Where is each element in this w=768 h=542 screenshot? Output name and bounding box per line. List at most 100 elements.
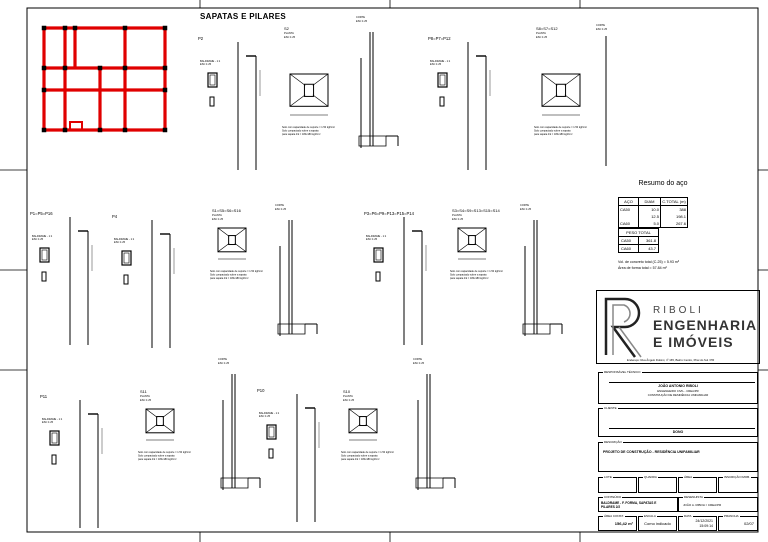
sheet-number-value: 02/07	[743, 521, 754, 526]
company-address: Endereço: Rua Ângelo Dolsini, nº 165, Ba…	[627, 358, 715, 362]
stirrup	[268, 426, 275, 438]
footing-note: Solo compactado sobre a sapata	[210, 274, 247, 277]
footing-note: Solo compactado sobre a sapata	[138, 455, 175, 458]
footing-note: Solo compactado sobre a sapata	[534, 130, 571, 133]
cut-label: CORTE	[356, 15, 365, 19]
footing-scale: ESC 1:25	[343, 398, 355, 402]
line	[289, 73, 306, 86]
pillar-section-label: BALDRAME - 1:1	[200, 59, 221, 63]
block-box: QUADRA	[638, 475, 677, 493]
pillar-section	[373, 247, 384, 263]
cut-scale: ESC 1:25	[218, 361, 230, 365]
pillar-label: P1=P5=P16	[30, 211, 53, 216]
line	[348, 424, 361, 434]
line	[457, 227, 470, 237]
footing-note: Solo compactado sobre a sapata	[450, 274, 487, 277]
cut-scale: ESC 1:25	[596, 27, 608, 31]
footing-plan	[217, 227, 247, 253]
stirrup	[209, 74, 216, 86]
logo-line1: RIBOLI	[653, 305, 704, 316]
built-area-box: ÁREA CONST. 156,42 m²	[598, 514, 637, 531]
footing-note: Solo com capacidade de suporte = 1.50 kg…	[450, 270, 503, 273]
plan-pillar	[41, 65, 47, 71]
footing-note: Solo compactado sobre a sapata	[341, 455, 378, 458]
pillar-scale: ESC 1:25	[366, 237, 378, 241]
scale-box: ESCALA Como indicado	[638, 514, 677, 531]
line	[312, 73, 329, 86]
responsible-label: RESPONSÁVEL TÉCNICO	[603, 370, 642, 374]
plan-pillar	[97, 127, 103, 133]
date-value: 24/12/2021	[695, 519, 713, 523]
pillar-section-label: BALDRAME - 1:1	[32, 234, 53, 238]
steel-cell: CA50	[618, 205, 639, 213]
date-label: DATA	[683, 514, 693, 518]
footing-note: para sapata fck = 180x180 kgf/cm²	[138, 458, 177, 461]
footing-note: Solo compactado sobre a sapata	[282, 130, 319, 133]
footing-note: para sapata fck = 180x180 kgf/cm²	[210, 277, 249, 280]
pillar-scale: ESC 1:25	[200, 62, 212, 66]
steel-cell: 267.6	[660, 220, 688, 228]
title-block: RIBOLI ENGENHARIA E IMÓVEIS Endereço: Ru…	[596, 290, 762, 531]
pillar-scale: ESC 1:25	[32, 237, 44, 241]
line	[145, 408, 158, 418]
content-text: BALDRAME - F. FORMA, SAPATAS E PILARES 2…	[601, 501, 657, 509]
footing-sub: PLANTA	[536, 31, 546, 35]
built-area-label: ÁREA CONST.	[603, 514, 625, 518]
stirrup-detail	[375, 271, 381, 282]
pillar-label: P8=P7=P12	[428, 36, 451, 41]
steel-cell: 5.0	[638, 220, 661, 228]
lot-label: LOTE	[603, 475, 613, 479]
footing-section	[220, 477, 249, 489]
footing-scale: ESC 1:25	[212, 217, 224, 221]
footing-label: S8=S7=S12	[536, 26, 558, 31]
cut-scale: ESC 1:25	[356, 19, 368, 23]
author-box: DESENHISTA JOÃO A. RIBOLI / CREA/PR	[678, 495, 758, 512]
concrete-volume: Vol. de concreto total (C-25) = 5.93 m³	[618, 260, 680, 264]
footing-sub: PLANTA	[212, 213, 222, 217]
line	[234, 227, 247, 237]
description-label: DESCRIÇÃO	[603, 440, 623, 444]
pillar-label: P3=P6=P9=P13=P15=P14	[364, 211, 415, 216]
footing-note: Solo com capacidade de suporte = 1.50 kg…	[138, 451, 191, 454]
footing-note: para sapata fck = 180x180 kgf/cm²	[282, 133, 321, 136]
plan-pillar	[162, 87, 168, 93]
footing-plan	[289, 73, 329, 107]
footing-sub: PLANTA	[140, 394, 150, 398]
pillar-section	[207, 72, 218, 88]
line	[145, 424, 158, 434]
stirrup	[123, 252, 130, 264]
pillar-in-footing	[468, 235, 476, 246]
cut-label: CORTE	[520, 203, 529, 207]
footing-note: Solo com capacidade de suporte = 1.50 kg…	[534, 126, 587, 129]
footing-sub: PLANTA	[452, 213, 462, 217]
summary-title: Resumo do aço	[638, 180, 688, 187]
land-area-box: ÁREA	[678, 475, 717, 493]
sheet-number-box: PRANCHA 02/07	[718, 514, 758, 531]
owner-name: DONO	[672, 430, 684, 434]
footing-scale: ESC 1:25	[452, 217, 464, 221]
footing-label: S10	[343, 389, 351, 394]
steel-cell: 12.5	[638, 213, 661, 220]
pillar-in-footing	[228, 235, 236, 246]
line	[348, 408, 361, 418]
footing-section	[522, 323, 551, 335]
logo-line2: ENGENHARIA	[653, 317, 758, 333]
pillar-section-label: BALDRAME - 1:1	[114, 237, 135, 241]
pillar-label: P10	[257, 388, 265, 393]
line	[234, 243, 247, 253]
footing-note: para sapata fck = 180x180 kgf/cm²	[534, 133, 573, 136]
footing-label: S1=S5=S6=S16	[212, 208, 242, 213]
cut-scale: ESC 1:25	[413, 361, 425, 365]
line	[162, 424, 175, 434]
footing-note: para sapata fck = 180x180 kgf/cm²	[450, 277, 489, 280]
cut-scale: ESC 1:25	[275, 207, 287, 211]
pillar-label: P11	[40, 394, 48, 399]
pillar-in-footing	[303, 83, 315, 97]
line	[365, 408, 378, 418]
plan-pillar	[41, 87, 47, 93]
footing-note: Solo com capacidade de suporte = 1.50 kg…	[210, 270, 263, 273]
author-text: JOÃO A. RIBOLI / CREA/PR	[683, 503, 722, 507]
pillar-in-footing	[359, 416, 367, 427]
cut-label: CORTE	[275, 203, 284, 207]
